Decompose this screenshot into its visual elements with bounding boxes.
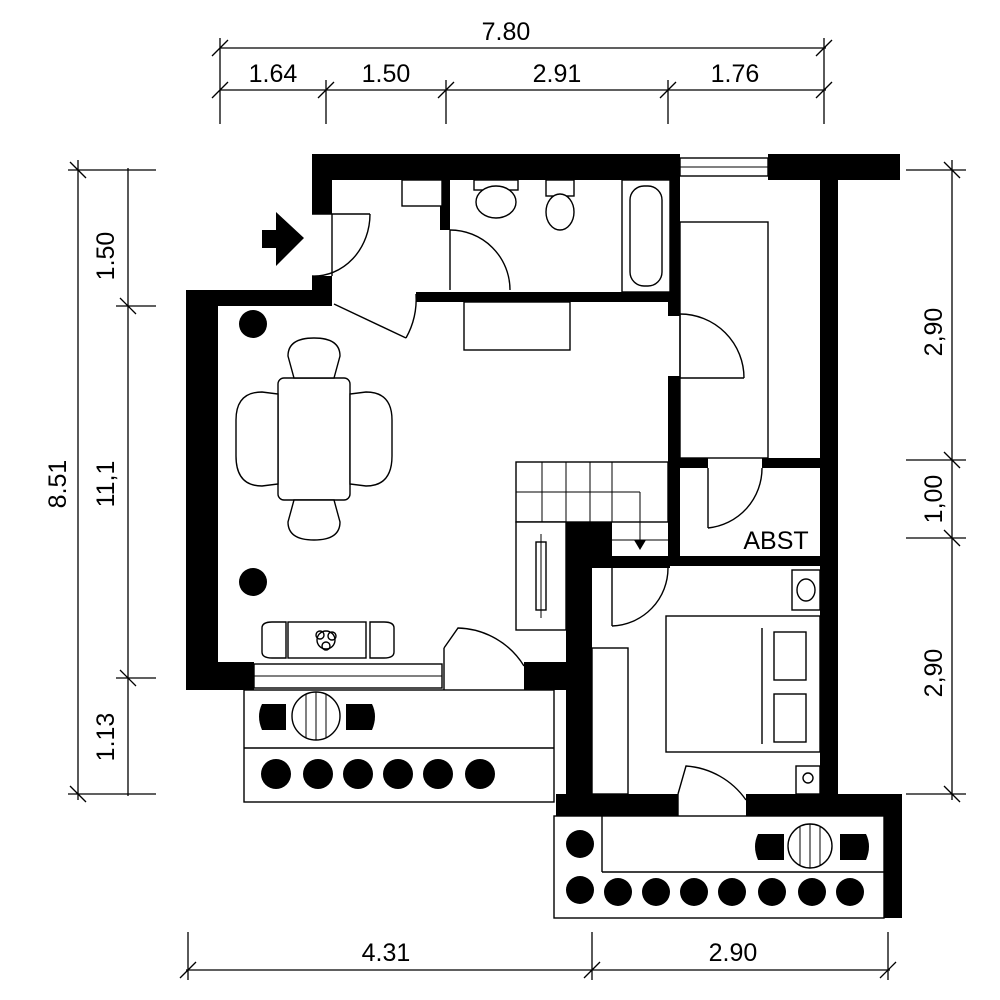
entry-arrow-icon	[262, 212, 304, 266]
plant-icon	[239, 310, 267, 596]
dim-top-segment-4: 1.76	[711, 60, 760, 88]
dim-right-segment-2: 1,00	[920, 475, 948, 524]
dim-left-segment-1: 1.50	[92, 232, 120, 281]
dim-bottom-segment-2: 2.90	[709, 939, 758, 967]
staircase	[515, 461, 669, 631]
dim-left-segment-2: 11,1	[92, 461, 120, 508]
dim-left-segment-3: 1.13	[92, 713, 120, 762]
dim-bottom-segment-1: 4.31	[362, 939, 411, 967]
windows	[253, 157, 769, 689]
dining-chairs	[235, 337, 393, 541]
sideboard	[463, 301, 571, 351]
bottom-dimensions: 4.31 2.90	[179, 932, 897, 980]
dim-left-total: 8.51	[44, 460, 72, 509]
coffee-table	[287, 621, 367, 659]
double-bed	[665, 615, 821, 753]
living-balcony-door[interactable]	[443, 627, 525, 690]
bedroom-door[interactable]	[611, 567, 669, 627]
bathtub	[621, 179, 671, 293]
storage-door[interactable]	[707, 467, 763, 529]
vestibule-door[interactable]	[333, 293, 417, 339]
bedroom-balcony-door[interactable]	[677, 765, 747, 816]
planter-plants-left	[261, 759, 495, 789]
dining-table	[277, 377, 351, 501]
storage-label: ABST	[743, 527, 808, 555]
right-dimensions: 2,90 1,00 2,90	[906, 160, 966, 803]
dim-right-segment-3: 2,90	[920, 649, 948, 698]
top-dimensions: 7.80 1.64 1.50 2.91 1.76	[211, 18, 833, 124]
hallway-counter	[679, 221, 769, 459]
left-dimensions: 8.51 1.50 11,1 1.13	[44, 160, 156, 803]
balcony-right	[553, 815, 885, 919]
wc-door[interactable]	[449, 229, 511, 291]
dim-top-segment-2: 1.50	[362, 60, 411, 88]
armchairs	[261, 621, 395, 659]
nightstands	[791, 569, 821, 795]
dim-top-segment-3: 2.91	[533, 60, 582, 88]
walls	[186, 154, 902, 918]
entry-door[interactable]	[311, 213, 371, 277]
planter-plants-right	[566, 830, 864, 906]
toilet-1	[473, 179, 519, 219]
dim-right-segment-1: 2,90	[920, 308, 948, 357]
wardrobe	[591, 647, 629, 795]
hallway-door[interactable]	[679, 313, 745, 379]
dim-top-segment-1: 1.64	[249, 60, 298, 88]
closet	[401, 179, 443, 207]
dim-top-total: 7.80	[482, 18, 531, 46]
toilet-2	[545, 179, 575, 231]
